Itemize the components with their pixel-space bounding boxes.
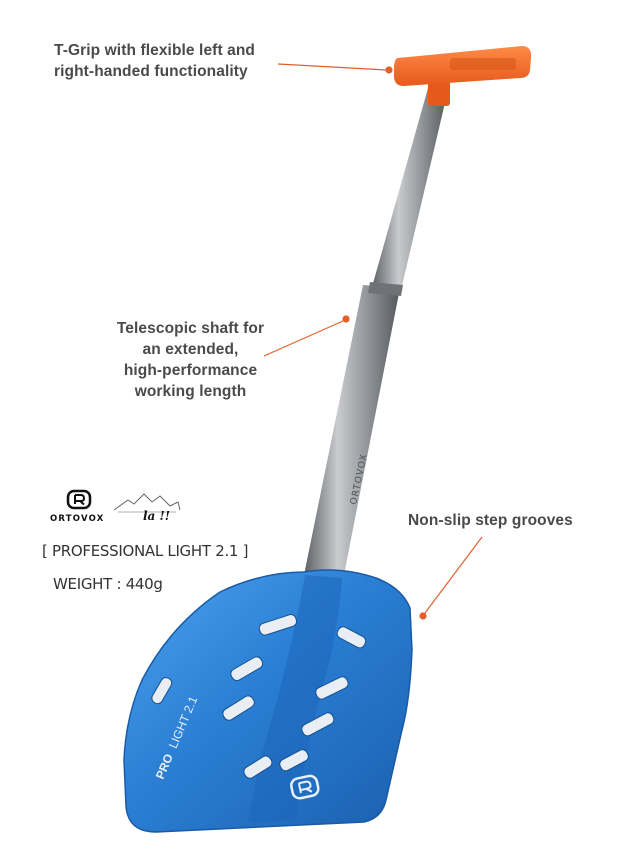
shaft-callout-line-4: working length (134, 383, 247, 400)
product-weight: WEIGHT : 440g (53, 575, 163, 593)
blade-ortovox-emblem (290, 774, 320, 800)
t-grip-callout: T-Grip with flexible left and right-hand… (54, 40, 255, 82)
t-grip-callout-line-1: T-Grip with flexible left and (54, 42, 255, 59)
shaft-callout: Telescopic shaft for an extended, high-p… (108, 318, 273, 402)
t-grip (394, 46, 532, 106)
shaft-callout-line-1: Telescopic shaft for (116, 320, 265, 337)
grooves-leader-line (424, 536, 483, 614)
ortovox-logo-mark (66, 489, 92, 510)
shaft-callout-line-3: high-performance (123, 362, 258, 379)
t-grip-leader-dot (385, 66, 393, 74)
brand-logos: ORTOVOX la !! (50, 490, 190, 528)
t-grip-callout-line-2: right-handed functionality (54, 63, 248, 80)
grooves-callout-line-1: Non-slip step grooves (408, 512, 573, 529)
partner-logo-mountains (113, 493, 181, 513)
shaft-leader-dot (342, 315, 350, 323)
shaft-leader-line (263, 320, 344, 357)
shaft-callout-line-2: an extended, (142, 341, 239, 358)
t-grip-leader-line (277, 63, 387, 71)
grooves-callout: Non-slip step grooves (408, 510, 573, 531)
shovel-shaft: ORTOVOX (304, 88, 448, 580)
partner-logo-text: la !! (143, 509, 171, 523)
shovel-blade: PRO LIGHT 2.1 (123, 569, 413, 833)
grooves-leader-dot (419, 612, 427, 620)
product-name: [ PROFESSIONAL LIGHT 2.1 ] (42, 542, 249, 560)
ortovox-wordmark: ORTOVOX (50, 514, 105, 524)
callout-leaders (263, 63, 483, 620)
